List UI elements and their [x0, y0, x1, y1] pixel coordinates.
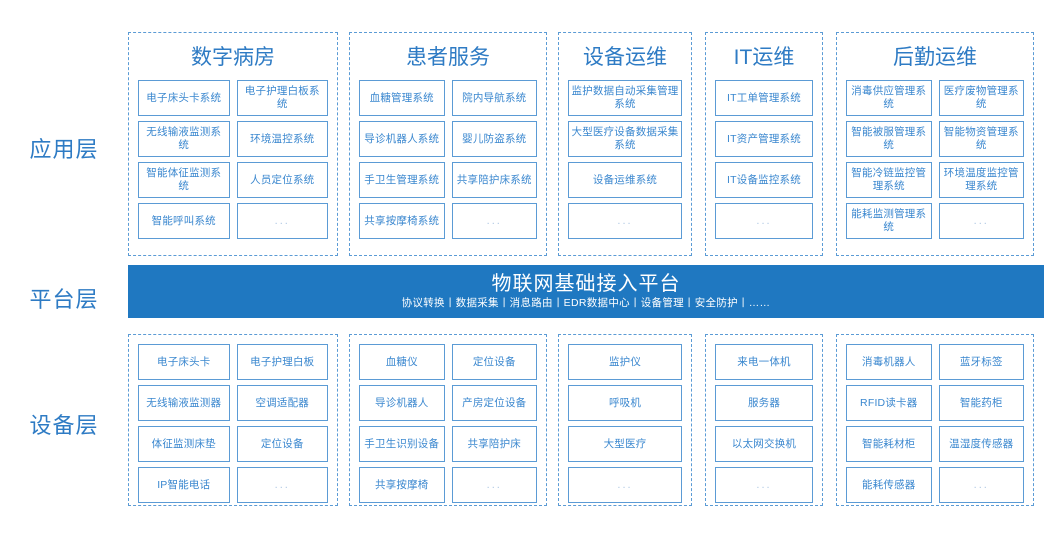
system-box[interactable]: 温湿度传感器	[938, 426, 1024, 462]
group-title: 后勤运维	[893, 46, 977, 69]
application-group: 数字病房电子床头卡系统电子护理白板系统无线输液监测系统环境温控系统智能体征监测系…	[128, 32, 338, 256]
system-box[interactable]: 蓝牙标签	[938, 344, 1024, 380]
group-item-grid: 血糖仪定位设备导诊机器人产房定位设备手卫生识别设备共享陪护床共享按摩椅...	[350, 344, 546, 503]
system-box[interactable]: 无线输液监测器	[138, 385, 230, 421]
group-item-grid: 来电一体机服务器以太网交换机...	[706, 344, 822, 503]
group-title: 设备运维	[583, 46, 667, 69]
system-box[interactable]: 血糖管理系统	[359, 80, 445, 116]
system-box[interactable]: 电子护理白板系统	[236, 80, 328, 116]
system-box[interactable]: 共享按摩椅系统	[359, 203, 445, 239]
system-box[interactable]: 人员定位系统	[236, 162, 328, 198]
system-box[interactable]: 呼吸机	[568, 385, 682, 421]
placeholder-box[interactable]: ...	[568, 467, 682, 503]
placeholder-box[interactable]: ...	[938, 203, 1024, 239]
device-group: 血糖仪定位设备导诊机器人产房定位设备手卫生识别设备共享陪护床共享按摩椅...	[349, 334, 547, 506]
group-title: IT运维	[733, 46, 795, 69]
system-box[interactable]: 电子床头卡系统	[138, 80, 230, 116]
placeholder-box[interactable]: ...	[715, 467, 813, 503]
placeholder-box[interactable]: ...	[451, 467, 537, 503]
system-box[interactable]: 智能药柜	[938, 385, 1024, 421]
system-box[interactable]: 环境温控系统	[236, 121, 328, 157]
system-box[interactable]: 导诊机器人	[359, 385, 445, 421]
system-box[interactable]: RFID读卡器	[846, 385, 932, 421]
group-item-grid: 电子床头卡系统电子护理白板系统无线输液监测系统环境温控系统智能体征监测系统人员定…	[129, 80, 337, 239]
application-layer: 数字病房电子床头卡系统电子护理白板系统无线输液监测系统环境温控系统智能体征监测系…	[128, 32, 1044, 256]
system-box[interactable]: 监护数据自动采集管理系统	[568, 80, 682, 116]
system-box[interactable]: IT工单管理系统	[715, 80, 813, 116]
platform-subtitle: 协议转换丨数据采集丨消息路由丨EDR数据中心丨设备管理丨安全防护丨……	[401, 297, 771, 309]
placeholder-box[interactable]: ...	[236, 467, 328, 503]
system-box[interactable]: 婴儿防盗系统	[451, 121, 537, 157]
system-box[interactable]: 能耗传感器	[846, 467, 932, 503]
device-group: 来电一体机服务器以太网交换机...	[705, 334, 823, 506]
placeholder-box[interactable]: ...	[715, 203, 813, 239]
group-item-grid: 监护仪呼吸机大型医疗...	[559, 344, 691, 503]
system-box[interactable]: 无线输液监测系统	[138, 121, 230, 157]
layer-label-device: 设备层	[29, 413, 99, 438]
system-box[interactable]: 院内导航系统	[451, 80, 537, 116]
system-box[interactable]: 空调适配器	[236, 385, 328, 421]
system-box[interactable]: 以太网交换机	[715, 426, 813, 462]
system-box[interactable]: 导诊机器人系统	[359, 121, 445, 157]
system-box[interactable]: 定位设备	[236, 426, 328, 462]
system-box[interactable]: 智能被服管理系统	[846, 121, 932, 157]
placeholder-box[interactable]: ...	[568, 203, 682, 239]
system-box[interactable]: 大型医疗设备数据采集系统	[568, 121, 682, 157]
application-group: 设备运维监护数据自动采集管理系统大型医疗设备数据采集系统设备运维系统...	[558, 32, 692, 256]
system-box[interactable]: 共享陪护床系统	[451, 162, 537, 198]
system-box[interactable]: 手卫生管理系统	[359, 162, 445, 198]
group-item-grid: IT工单管理系统 IT资产管理系统 IT设备监控系统...	[706, 80, 822, 239]
system-box[interactable]: 体征监测床垫	[138, 426, 230, 462]
group-title: 数字病房	[191, 46, 275, 69]
system-box[interactable]: 智能物资管理系统	[938, 121, 1024, 157]
system-box[interactable]: 大型医疗	[568, 426, 682, 462]
system-box[interactable]: 消毒机器人	[846, 344, 932, 380]
system-box[interactable]: 医疗废物管理系统	[938, 80, 1024, 116]
layer-label-platform: 平台层	[29, 287, 99, 312]
placeholder-box[interactable]: ...	[236, 203, 328, 239]
system-box[interactable]: 能耗监测管理系统	[846, 203, 932, 239]
system-box[interactable]: 服务器	[715, 385, 813, 421]
placeholder-box[interactable]: ...	[451, 203, 537, 239]
system-box[interactable]: 产房定位设备	[451, 385, 537, 421]
group-item-grid: 消毒供应管理系统医疗废物管理系统智能被服管理系统智能物资管理系统智能冷链监控管理…	[837, 80, 1033, 239]
system-box[interactable]: 智能耗材柜	[846, 426, 932, 462]
system-box[interactable]: IP智能电话	[138, 467, 230, 503]
system-box[interactable]: 电子护理白板	[236, 344, 328, 380]
application-group: 后勤运维消毒供应管理系统医疗废物管理系统智能被服管理系统智能物资管理系统智能冷链…	[836, 32, 1034, 256]
system-box[interactable]: 消毒供应管理系统	[846, 80, 932, 116]
system-box[interactable]: 设备运维系统	[568, 162, 682, 198]
system-box[interactable]: 监护仪	[568, 344, 682, 380]
platform-title: 物联网基础接入平台	[491, 273, 681, 295]
group-item-grid: 血糖管理系统院内导航系统导诊机器人系统婴儿防盗系统手卫生管理系统共享陪护床系统共…	[350, 80, 546, 239]
system-box[interactable]: IT设备监控系统	[715, 162, 813, 198]
application-group: 患者服务血糖管理系统院内导航系统导诊机器人系统婴儿防盗系统手卫生管理系统共享陪护…	[349, 32, 547, 256]
system-box[interactable]: 环境温度监控管理系统	[938, 162, 1024, 198]
system-box[interactable]: 手卫生识别设备	[359, 426, 445, 462]
system-box[interactable]: 共享陪护床	[451, 426, 537, 462]
system-box[interactable]: 智能呼叫系统	[138, 203, 230, 239]
system-box[interactable]: 电子床头卡	[138, 344, 230, 380]
group-item-grid: 监护数据自动采集管理系统大型医疗设备数据采集系统设备运维系统...	[559, 80, 691, 239]
system-box[interactable]: 定位设备	[451, 344, 537, 380]
system-box[interactable]: 智能冷链监控管理系统	[846, 162, 932, 198]
layer-label-application: 应用层	[29, 137, 99, 162]
group-title: 患者服务	[406, 46, 490, 69]
system-box[interactable]: IT资产管理系统	[715, 121, 813, 157]
system-box[interactable]: 来电一体机	[715, 344, 813, 380]
system-box[interactable]: 共享按摩椅	[359, 467, 445, 503]
system-box[interactable]: 智能体征监测系统	[138, 162, 230, 198]
system-box[interactable]: 血糖仪	[359, 344, 445, 380]
device-group: 监护仪呼吸机大型医疗...	[558, 334, 692, 506]
placeholder-box[interactable]: ...	[938, 467, 1024, 503]
platform-layer-banner: 物联网基础接入平台 协议转换丨数据采集丨消息路由丨EDR数据中心丨设备管理丨安全…	[128, 265, 1044, 318]
application-group: IT运维 IT工单管理系统 IT资产管理系统 IT设备监控系统...	[705, 32, 823, 256]
